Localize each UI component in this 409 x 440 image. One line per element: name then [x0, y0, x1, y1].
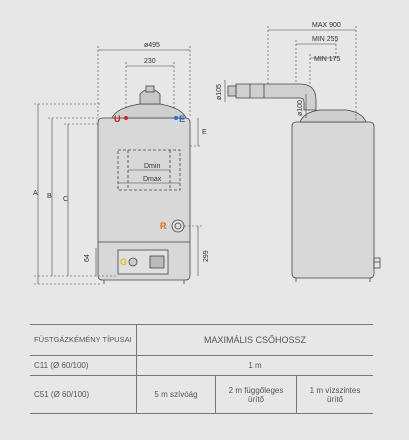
inlet-r: [171, 219, 185, 233]
dim-b: B: [47, 193, 52, 200]
dim-dmax: Dmax: [143, 176, 162, 183]
dim-min255: MIN 255: [312, 36, 339, 43]
dim-c: C: [63, 196, 68, 203]
flue-length-table: FÜSTGÁZKÉMÉNY TÍPUSAI MAXIMÁLIS CSŐHOSSZ…: [30, 324, 373, 414]
dim-d105: ø105: [216, 84, 223, 100]
side-dimensions: [224, 26, 357, 122]
row1-type: C11 (Ø 60/100): [30, 355, 137, 376]
table-row: C11 (Ø 60/100) 1 m: [30, 355, 373, 376]
dim-d495: ø495: [144, 42, 160, 49]
connection-labels: U E R G: [114, 114, 185, 267]
row2-suction: 5 m szívóág: [136, 375, 216, 414]
front-dimensions: [34, 46, 202, 285]
dim-299: 299: [203, 250, 210, 262]
front-view: [97, 85, 191, 284]
header-max-length: MAXIMÁLIS CSŐHOSSZ: [136, 324, 373, 356]
row1-value: 1 m: [136, 355, 373, 376]
label-e: E: [179, 114, 185, 124]
boiler-side-body: [291, 121, 375, 279]
header-type: FÜSTGÁZKÉMÉNY TÍPUSAI: [30, 324, 137, 356]
row2-horizontal: 1 m vízszintes ürítő: [296, 375, 373, 414]
row2-type: C51 (Ø 60/100): [30, 375, 137, 414]
dim-a: A: [33, 190, 38, 197]
label-g: G: [120, 257, 127, 267]
dim-max900: MAX 900: [312, 22, 341, 29]
dim-d100: ø100: [297, 100, 304, 116]
table-row: C51 (Ø 60/100) 5 m szívóág 2 m függőlege…: [30, 375, 373, 414]
dim-dmin: Dmin: [144, 163, 160, 170]
tank-dashed-outline: [117, 149, 181, 191]
technical-drawing: ø495 230 A B C E Dmin Dmax 64 299 U E R …: [33, 22, 381, 285]
dim-e: E: [202, 129, 207, 136]
boiler-top-cap: [111, 103, 187, 119]
dim-64: 64: [84, 254, 91, 262]
table-header-row: FÜSTGÁZKÉMÉNY TÍPUSAI MAXIMÁLIS CSŐHOSSZ: [30, 324, 373, 356]
flue-pipe: [235, 83, 317, 111]
gas-connection: [128, 257, 138, 267]
label-r: R: [160, 221, 167, 231]
dim-min175: MIN 175: [314, 56, 341, 63]
front-dimension-texts: ø495 230 A B C E Dmin Dmax 64 299: [33, 42, 210, 262]
dim-230: 230: [144, 58, 156, 65]
side-view: [227, 83, 381, 282]
label-u: U: [114, 114, 121, 124]
row2-vertical: 2 m függőleges ürítő: [215, 375, 297, 414]
side-dimension-texts: MAX 900 MIN 255 MIN 175 ø105 ø100: [216, 22, 341, 116]
